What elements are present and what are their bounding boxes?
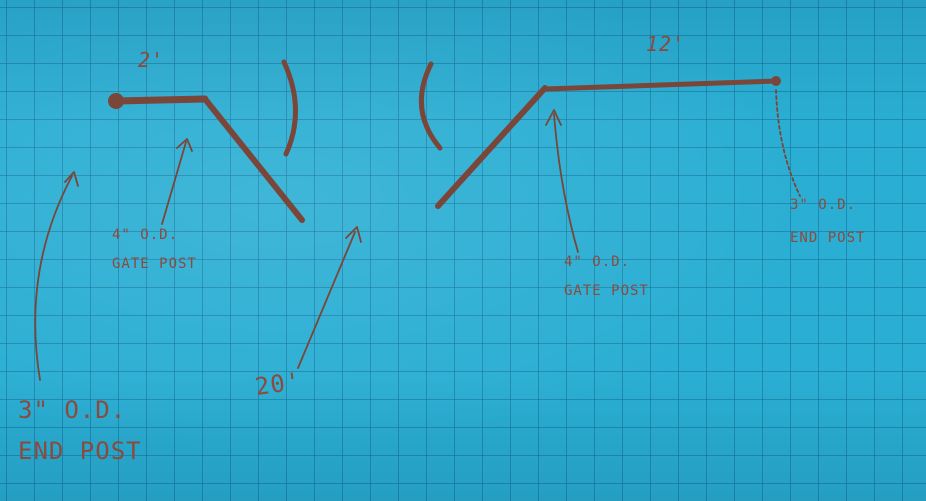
right-end-post-type: END POST (790, 229, 866, 246)
left-gate-post-size: 4" O.D. (112, 227, 179, 243)
right-end-post-leader (775, 89, 801, 197)
left-end-post-mark (108, 93, 124, 109)
right-gate-post-arrowhead (545, 109, 562, 126)
gate-opening-dimension: 20' (253, 366, 303, 402)
left-end-post-leader (34, 175, 73, 381)
left-segment-dimension: 2' (138, 48, 165, 72)
right-end-post-label: 3" O.D. END POST (790, 198, 865, 245)
left-gate-post-type: GATE POST (112, 255, 197, 272)
left-gate-post-leader (161, 141, 187, 225)
right-segment-dimension: 12' (646, 32, 686, 56)
left-end-post-size: 3" O.D. (18, 396, 127, 424)
right-end-post-size: 3" O.D. (790, 197, 857, 213)
left-swing-arc (281, 59, 298, 157)
left-end-post-type: END POST (18, 437, 142, 466)
left-fence-line (112, 95, 209, 105)
right-swing-arc (418, 61, 443, 151)
right-gate-post-size: 4" O.D. (564, 254, 631, 270)
right-fence-line (542, 78, 779, 92)
gate-opening-arrowhead (345, 226, 362, 243)
left-gate-leaf (202, 96, 305, 223)
right-end-post-mark (771, 76, 781, 86)
gate-opening-leader (297, 231, 356, 369)
left-gate-post-label: 4" O.D. GATE POST (112, 228, 197, 271)
right-gate-post-label: 4" O.D. GATE POST (564, 255, 649, 298)
right-gate-post-leader (553, 113, 579, 253)
left-end-post-label: 3" O.D. END POST (18, 396, 142, 466)
right-gate-leaf (435, 85, 548, 209)
left-gate-post-arrowhead (176, 138, 193, 152)
left-end-post-arrowhead (64, 171, 79, 187)
right-gate-post-type: GATE POST (564, 282, 649, 299)
